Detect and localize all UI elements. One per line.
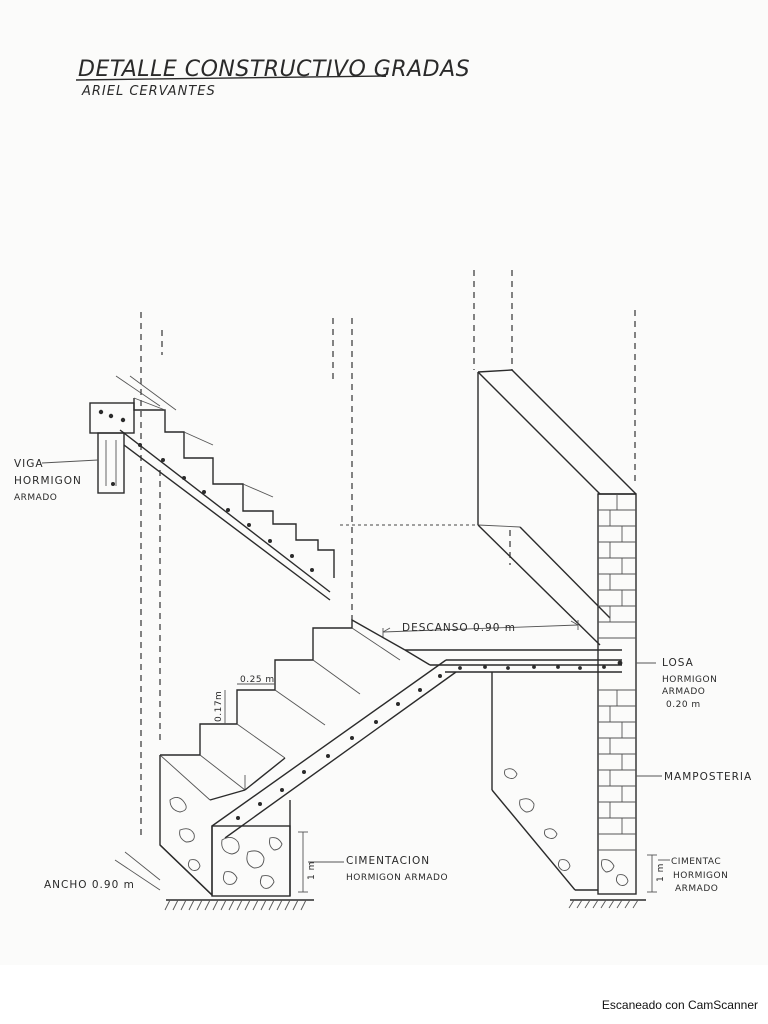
right-foundation: 1 m bbox=[491, 672, 666, 909]
mamposteria-label-text: MAMPOSTERIA bbox=[664, 771, 752, 783]
cimentacion-right-line1: CIMENTAC bbox=[671, 857, 721, 867]
right-foundation-depth-label: 1 m bbox=[656, 863, 666, 882]
viga-label-line1: VIGA bbox=[14, 458, 44, 470]
cimentacion-right-line3: ARMADO bbox=[675, 884, 718, 894]
losa-label: LOSA HORMIGON ARMADO 0.20 m bbox=[662, 657, 717, 710]
cimentacion-right-line2: HORMIGON bbox=[673, 871, 728, 881]
beam-section bbox=[97, 432, 125, 494]
upper-stair-flight bbox=[89, 375, 335, 601]
cimentacion-label: CIMENTACION HORMIGON ARMADO bbox=[308, 855, 448, 883]
left-foundation: 1 m bbox=[114, 755, 317, 911]
cimentacion-label-line1: CIMENTACION bbox=[346, 855, 430, 867]
lower-stair-flight bbox=[159, 618, 622, 839]
landing-slab bbox=[340, 524, 622, 673]
scanned-sheet: DETALLE CONSTRUCTIVO GRADAS ARIEL CERVAN… bbox=[14, 57, 752, 911]
landing-label: DESCANSO 0.90 m bbox=[402, 622, 516, 634]
masonry-wall bbox=[597, 493, 656, 895]
width-label: ANCHO 0.90 m bbox=[44, 879, 135, 891]
title-underline bbox=[75, 75, 387, 81]
losa-thickness-label: 0.20 m bbox=[666, 700, 701, 710]
landing-dimension: DESCANSO 0.90 m bbox=[382, 620, 579, 637]
losa-label-line3: ARMADO bbox=[662, 687, 705, 697]
losa-label-line1: LOSA bbox=[662, 657, 694, 669]
scanner-watermark: Escaneado con CamScanner bbox=[601, 998, 758, 1012]
tread-dimension: 0.25 m bbox=[240, 675, 275, 685]
losa-label-line2: HORMIGON bbox=[662, 675, 717, 685]
riser-dimension: 0.17m bbox=[214, 691, 224, 722]
mamposteria-label: MAMPOSTERIA bbox=[636, 771, 752, 783]
viga-label-line2: HORMIGON bbox=[14, 475, 82, 487]
foundation-depth-label: 1 m bbox=[307, 861, 317, 880]
stair-construction-detail-drawing: DETALLE CONSTRUCTIVO GRADAS ARIEL CERVAN… bbox=[14, 57, 752, 911]
cimentacion-right-label: CIMENTAC HORMIGON ARMADO bbox=[658, 857, 728, 894]
drawing-title: DETALLE CONSTRUCTIVO GRADAS bbox=[78, 57, 470, 82]
step-dimensions: 0.25 m 0.17m bbox=[214, 675, 275, 724]
cimentacion-label-line2: HORMIGON ARMADO bbox=[346, 873, 448, 883]
drawing-author: ARIEL CERVANTES bbox=[81, 84, 216, 99]
beam-top-block bbox=[89, 402, 135, 434]
viga-label-line3: ARMADO bbox=[14, 493, 57, 503]
dashed-guide-lines bbox=[140, 270, 636, 840]
viga-label: VIGA HORMIGON ARMADO bbox=[14, 458, 99, 503]
upper-wall bbox=[477, 369, 637, 525]
